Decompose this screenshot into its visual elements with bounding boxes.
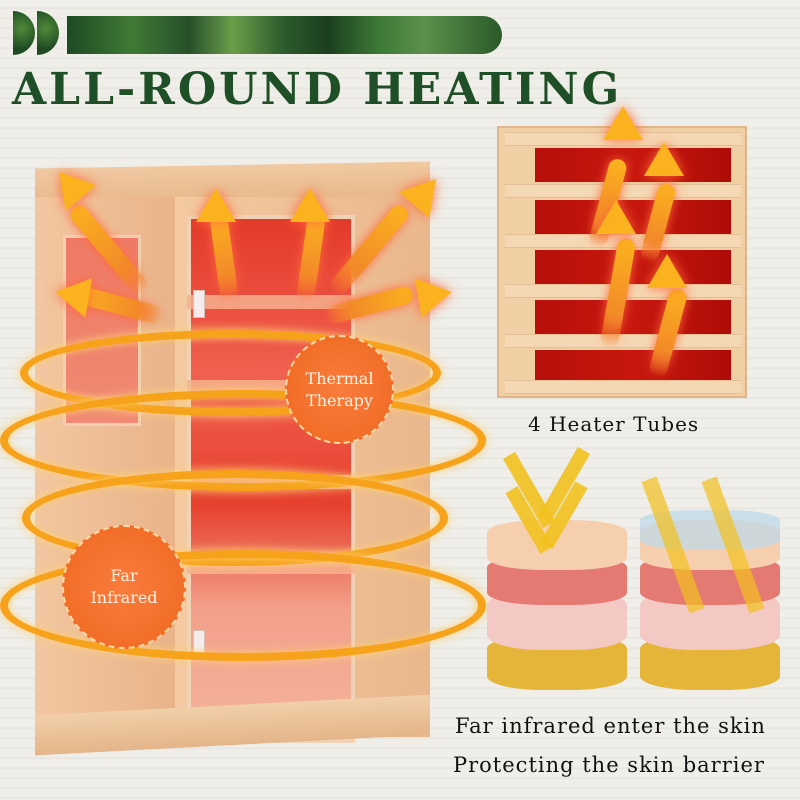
arrow-up-icon — [644, 142, 684, 176]
logo-left-half-icon — [13, 11, 35, 55]
arrow-up-icon — [647, 254, 687, 288]
skin-barrier-diagram — [640, 476, 780, 695]
badge-text-line1: Thermal — [305, 368, 374, 388]
thermal-therapy-badge: Thermal Therapy — [285, 335, 394, 444]
arrow-up-icon — [196, 188, 236, 222]
heater-panel — [497, 106, 747, 398]
panel-slat — [505, 334, 741, 348]
skin-caption-line2: Protecting the skin barrier — [453, 753, 765, 777]
heater-tube — [535, 300, 731, 334]
skin-penetration-diagram — [487, 446, 627, 695]
forest-banner — [67, 16, 502, 54]
heater-tube — [535, 350, 731, 384]
arrow-up-icon — [290, 188, 330, 222]
skin-caption-line1: Far infrared enter the skin — [455, 714, 766, 738]
arrow-up-icon — [596, 200, 636, 234]
arrow-left-icon — [51, 272, 93, 318]
badge-text-line2: Infrared — [90, 588, 158, 607]
door-handle-icon — [193, 290, 205, 318]
panel-slat — [505, 184, 741, 198]
arrow-up-icon — [603, 106, 643, 140]
arrow-right-icon — [414, 272, 456, 318]
heat-ring-icon — [0, 550, 486, 661]
heater-tubes-caption: 4 Heater Tubes — [528, 412, 700, 436]
heater-tube — [535, 148, 731, 182]
logo-right-half-icon — [37, 11, 59, 55]
page-title: ALL-ROUND HEATING — [12, 64, 623, 115]
far-infrared-badge: Far Infrared — [62, 525, 186, 649]
badge-text-line1: Far — [110, 566, 138, 585]
badge-text-line2: Therapy — [306, 390, 373, 410]
panel-slat — [505, 380, 741, 394]
